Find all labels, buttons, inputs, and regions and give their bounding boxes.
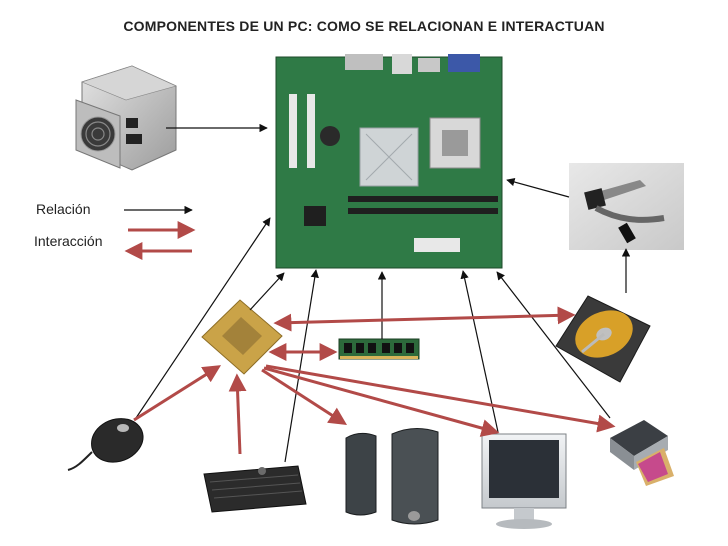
legend-relation-label: Relación: [36, 201, 91, 217]
arrow-monitor-to-motherboard: [460, 270, 499, 433]
keyboard-image: [203, 465, 307, 513]
monitor-image: [481, 433, 567, 529]
arrow-mouse-to-cpu: [133, 365, 222, 422]
cpu-image: [201, 299, 283, 375]
arrow-cpu-to-speakers: [261, 368, 348, 425]
diagram-title: COMPONENTES DE UN PC: COMO SE RELACIONAN…: [123, 18, 605, 34]
mouse-image: [67, 418, 144, 471]
ide-cable-image: [569, 163, 684, 250]
ram-image: [338, 338, 420, 360]
motherboard-image: [275, 54, 503, 269]
arrow-keyboard-to-cpu: [228, 373, 247, 455]
speakers-image: [345, 428, 439, 525]
arrow-mouse-to-motherboard: [135, 217, 271, 419]
power-supply-image: [75, 65, 177, 171]
arrow-cpu-to-printer: [265, 364, 616, 433]
arrow-keyboard-to-motherboard: [284, 269, 319, 463]
legend-interaction-label: Interacción: [34, 233, 103, 249]
arrow-printer-to-motherboard: [496, 271, 611, 419]
arrow-cable-to-motherboard: [506, 177, 570, 198]
hard-disk-image: [555, 295, 651, 383]
arrow-cpu-to-motherboard: [249, 272, 285, 311]
arrow-cpu-harddisk: [273, 306, 576, 332]
printer-image: [610, 420, 674, 486]
arrow-cpu-to-monitor: [263, 366, 500, 437]
